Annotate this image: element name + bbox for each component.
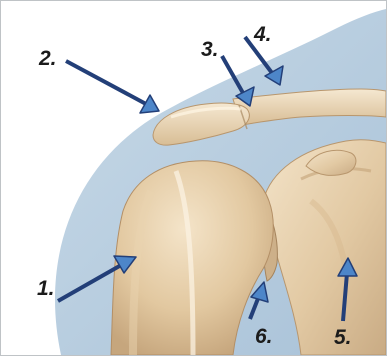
label-2: 2.	[38, 47, 57, 70]
label-1: 1.	[37, 277, 55, 300]
label-3: 3.	[201, 38, 219, 61]
label-4: 4.	[253, 23, 272, 46]
arrow-2	[66, 61, 159, 113]
label-6: 6.	[255, 325, 273, 348]
label-5: 5.	[334, 326, 352, 349]
